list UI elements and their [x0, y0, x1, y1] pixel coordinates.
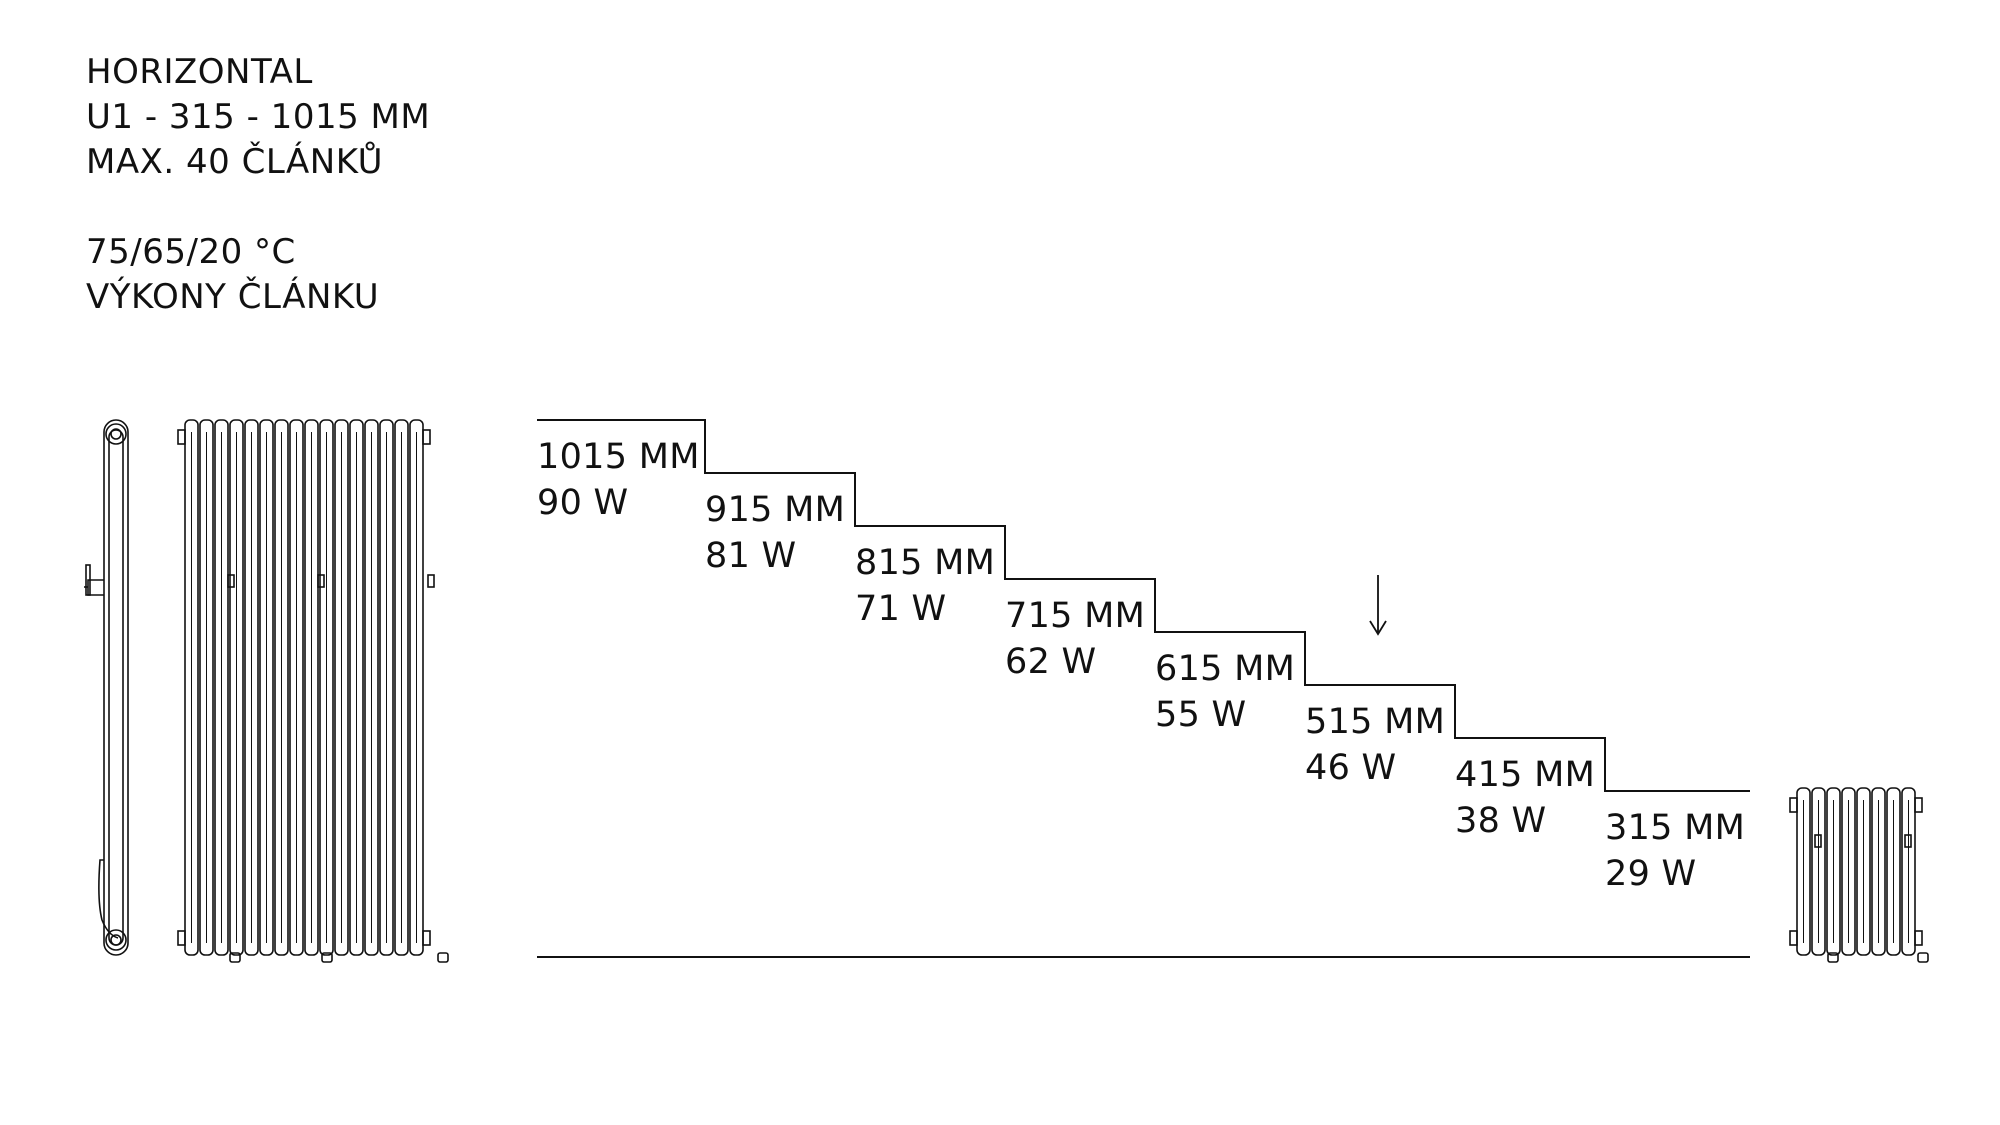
radiator-section	[229, 419, 244, 956]
orientation-label: HORIZONTAL	[86, 52, 313, 92]
radiator-section	[1886, 787, 1901, 956]
step-height-label: 1015 MM	[537, 437, 700, 477]
radiator-section	[1796, 787, 1811, 956]
radiator-section	[334, 419, 349, 956]
step-height-label: 715 MM	[1005, 596, 1145, 636]
bracket	[317, 574, 325, 588]
plug	[422, 429, 431, 445]
radiator-section	[1811, 787, 1826, 956]
radiator-section	[1841, 787, 1856, 956]
radiator-section	[184, 419, 199, 956]
step-power-label: 71 W	[855, 589, 946, 629]
plug	[1789, 930, 1798, 946]
plug	[1914, 930, 1923, 946]
step-height-label: 615 MM	[1155, 649, 1295, 689]
radiator-section	[274, 419, 289, 956]
down-arrow-icon	[1369, 575, 1387, 636]
step-height-label: 315 MM	[1605, 808, 1745, 848]
radiator-section	[409, 419, 424, 956]
step-power-label: 29 W	[1605, 854, 1696, 894]
step-height-label: 515 MM	[1305, 702, 1445, 742]
radiator-section	[199, 419, 214, 956]
plug	[1789, 797, 1798, 813]
radiator-section	[1901, 787, 1916, 956]
step-power-label: 81 W	[705, 536, 796, 576]
radiator-section	[1826, 787, 1841, 956]
plug	[422, 930, 431, 946]
radiator-section	[1871, 787, 1886, 956]
step-power-label: 62 W	[1005, 642, 1096, 682]
max-sections-label: MAX. 40 ČLÁNKŮ	[86, 142, 383, 182]
radiator-section	[259, 419, 274, 956]
radiator-section	[349, 419, 364, 956]
radiator-section	[304, 419, 319, 956]
radiator-section	[289, 419, 304, 956]
radiator-section	[319, 419, 334, 956]
radiator-side-view-icon	[84, 419, 129, 956]
temperature-label: 75/65/20 °C	[86, 232, 296, 272]
step-labels: 1015 MM 90 W 915 MM 81 W 815 MM 71 W 715 MM 62 …	[537, 437, 1745, 894]
radiator-section	[1856, 787, 1871, 956]
step-height-label: 415 MM	[1455, 755, 1595, 795]
model-range-label: U1 - 315 - 1015 MM	[86, 97, 431, 137]
radiator-section	[244, 419, 259, 956]
radiator-section	[394, 419, 409, 956]
section-output-label: VÝKONY ČLÁNKU	[86, 277, 380, 317]
plug	[177, 429, 186, 445]
valve	[1827, 952, 1839, 963]
bracket	[227, 574, 235, 588]
step-power-label: 55 W	[1155, 695, 1246, 735]
step-power-label: 46 W	[1305, 748, 1396, 788]
bracket	[1814, 834, 1822, 848]
step-height-label: 815 MM	[855, 543, 995, 583]
radiator-short-front-icon	[1789, 787, 1929, 963]
step-power-label: 38 W	[1455, 801, 1546, 841]
plug	[1914, 797, 1923, 813]
staircase-outline	[537, 419, 1750, 792]
spec-block: HORIZONTAL U1 - 315 - 1015 MM MAX. 40 ČL…	[86, 50, 430, 320]
step-power-label: 90 W	[537, 483, 628, 523]
bracket	[427, 574, 435, 588]
valve	[321, 952, 333, 963]
bracket	[1904, 834, 1912, 848]
valve	[437, 952, 449, 963]
radiator-section	[214, 419, 229, 956]
radiator-section	[364, 419, 379, 956]
valve	[229, 952, 241, 963]
radiator-section	[379, 419, 394, 956]
plug	[177, 930, 186, 946]
valve	[1917, 952, 1929, 963]
step-height-label: 915 MM	[705, 490, 845, 530]
radiator-tall-front-icon	[177, 419, 449, 963]
